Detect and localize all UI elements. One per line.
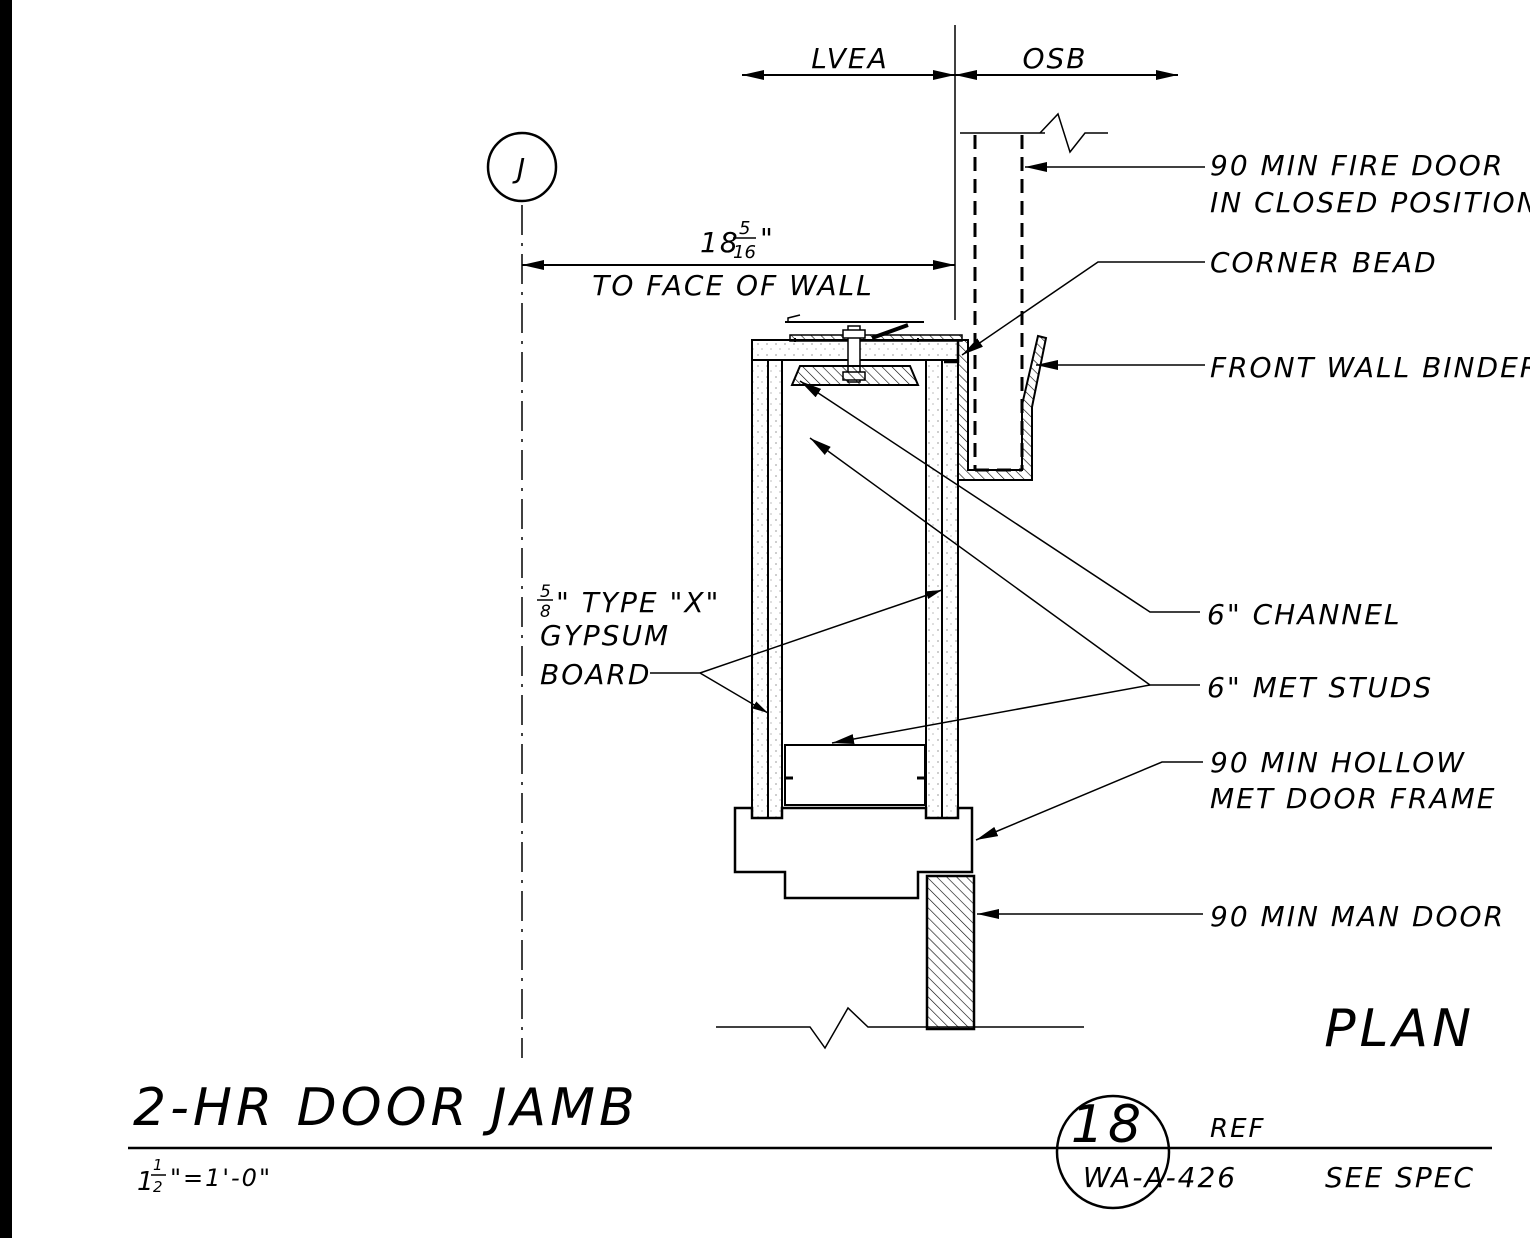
gypsum-fraction-num: 5: [540, 582, 551, 602]
hollow-metal-door-frame: [733, 806, 974, 900]
distance-note: TO FACE OF WALL: [592, 269, 874, 302]
top-dimensions: LVEA OSB: [742, 25, 1178, 320]
face-of-wall-dimension: 18 5 16 " TO FACE OF WALL: [522, 218, 955, 302]
title-block: 2-HR DOOR JAMB 1 1 2 "=1'-0" 18 WA-A-426…: [128, 1078, 1492, 1210]
fire-door-label-1: 90 MIN FIRE DOOR: [1210, 149, 1504, 182]
bottom-break-line: [716, 1006, 1084, 1050]
front-wall-binder-label: FRONT WALL BINDER: [1210, 351, 1530, 384]
lvea-label: LVEA: [811, 42, 889, 75]
scale-fraction-den: 2: [153, 1178, 163, 1196]
detail-title: 2-HR DOOR JAMB: [133, 1078, 639, 1138]
man-door: [925, 874, 976, 1031]
detail-reference-bubble: [1055, 1094, 1171, 1210]
gypsum-label-1: " TYPE "X": [556, 586, 720, 619]
scale-fraction-num: 1: [153, 1156, 163, 1174]
door-frame-label-2: MET DOOR FRAME: [1210, 782, 1496, 815]
distance-fraction-den: 16: [733, 242, 756, 263]
left-gypsum-board: [751, 359, 769, 819]
scale-whole: 1: [137, 1167, 156, 1197]
view-label: PLAN: [1324, 999, 1475, 1059]
fire-door-label-2: IN CLOSED POSITION: [1210, 186, 1530, 219]
right-gypsum-board: [925, 359, 943, 819]
detail-number: 18: [1071, 1095, 1145, 1155]
channel-label: 6" CHANNEL: [1207, 598, 1402, 631]
distance-inch-mark: ": [760, 222, 775, 255]
wall-assembly: [751, 314, 963, 819]
callouts: 90 MIN FIRE DOOR IN CLOSED POSITION CORN…: [537, 149, 1530, 933]
spec-note: SEE SPEC: [1325, 1161, 1475, 1194]
sheet-reference: WA-A-426: [1083, 1161, 1237, 1194]
scale-rest: "=1'-0": [170, 1164, 272, 1192]
corner-bead: [944, 340, 960, 364]
grid-bubble: [486, 131, 558, 203]
sheet-border: [0, 0, 12, 1238]
gypsum-label-2: GYPSUM: [540, 619, 670, 652]
six-inch-channel: [790, 365, 920, 386]
distance-fraction-num: 5: [739, 218, 750, 239]
osb-label: OSB: [1022, 42, 1087, 75]
corner-bead-label: CORNER BEAD: [1210, 246, 1438, 279]
gypsum-label-3: BOARD: [540, 658, 651, 691]
grid-bubble-label: J: [512, 152, 527, 185]
met-studs-label: 6" MET STUDS: [1207, 671, 1433, 704]
leaders: [650, 162, 1205, 919]
met-stud-bottom: [784, 744, 926, 806]
man-door-label: 90 MIN MAN DOOR: [1210, 900, 1505, 933]
distance-whole: 18: [700, 226, 740, 259]
ref-label: REF: [1210, 1114, 1265, 1144]
front-wall-binder: [957, 334, 1048, 481]
door-frame-label-1: 90 MIN HOLLOW: [1210, 746, 1466, 779]
gypsum-fraction-den: 8: [540, 602, 551, 622]
